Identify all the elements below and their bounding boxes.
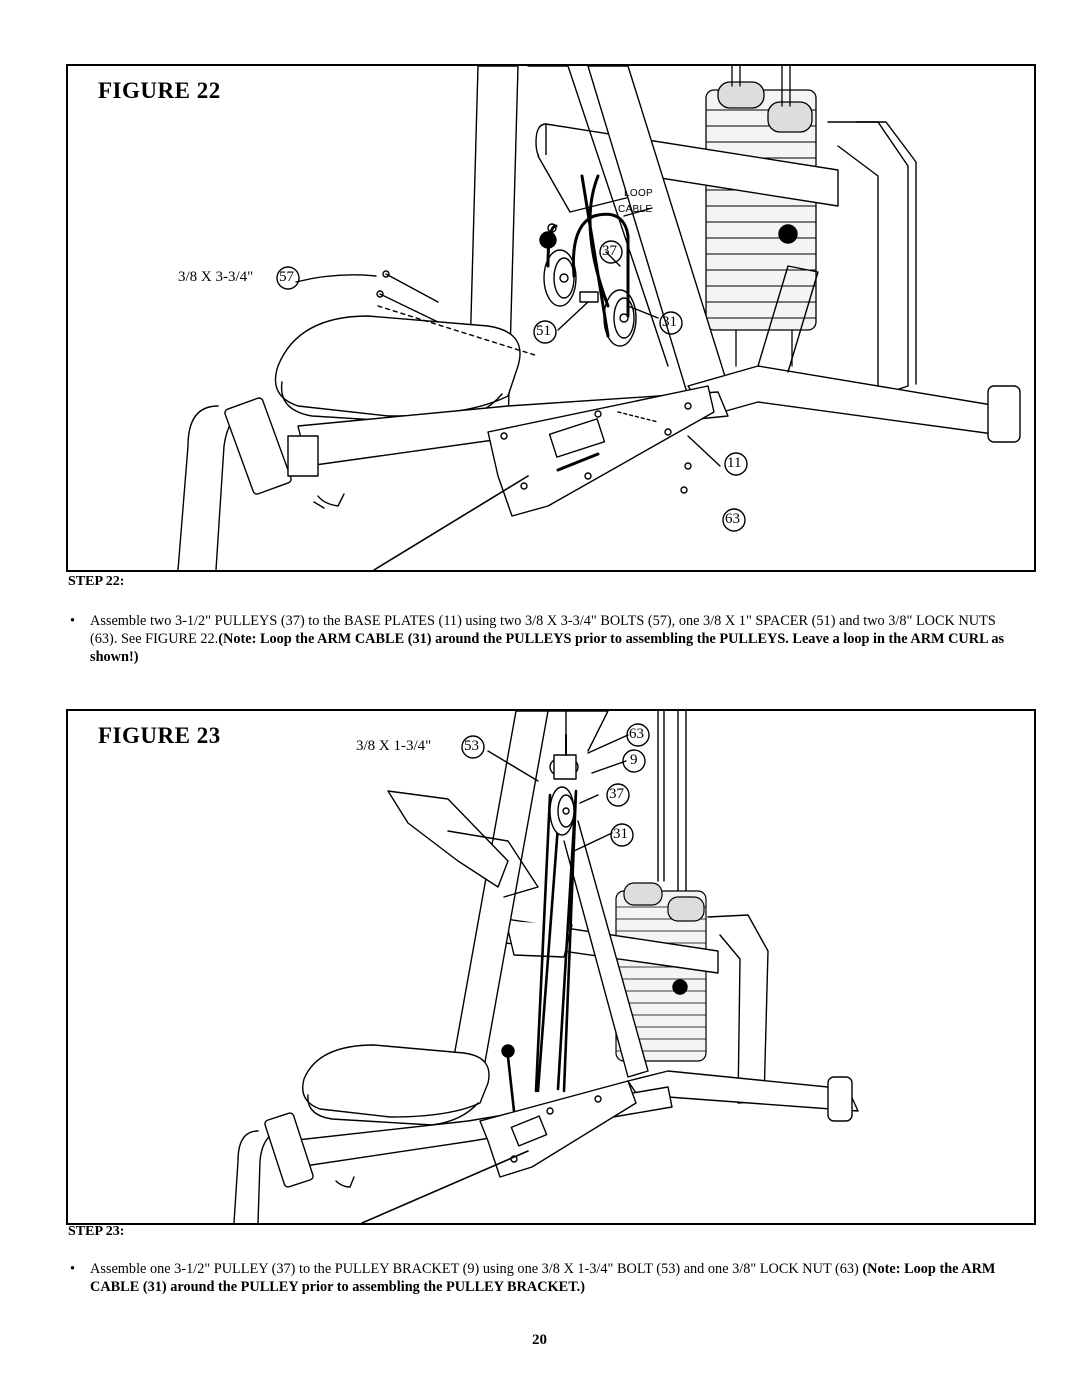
figure-22-illustration [177,66,1021,570]
bolt-57 [376,270,539,357]
figure-22-title: FIGURE 22 [98,78,221,103]
pop-pin [501,1044,515,1058]
callout-63: 63 [725,511,740,527]
seat [274,315,521,417]
bolt-size-label: 3/8 X 1-3/4" [356,738,432,754]
callout-11: 11 [727,455,742,471]
pulley-bracket [549,734,579,780]
right-tower [827,121,909,397]
callout-31: 31 [613,826,628,842]
figure-23-panel: FIGURE 23 3/8 X 1-3/4" 53 63 9 37 31 [66,709,1036,1225]
figure-22-panel: FIGURE 22 3/8 X 3-3/4" 57 37 51 31 11 63… [66,64,1036,572]
stack-pin [778,224,798,244]
base-rail [687,365,1009,437]
bullet-icon: • [70,1261,76,1277]
callout-31: 31 [662,314,677,330]
base-plates [487,385,715,517]
callout-57: 57 [279,269,294,285]
step-22-text: Assemble two 3-1/2" PULLEYS (37) to the … [90,613,996,647]
callout-63: 63 [629,726,644,742]
right-tower [707,914,769,1104]
leader-53 [487,750,539,782]
step-22-heading: STEP 22: [68,574,125,589]
leader-57 [295,274,377,283]
a-frame [445,711,549,1102]
step-23-paragraph: • Assemble one 3-1/2" PULLEY (37) to the… [70,1260,1010,1296]
page-number: 20 [532,1332,547,1348]
callout-51: 51 [536,323,551,339]
bullet-icon: • [70,613,76,629]
callout-37: 37 [609,786,624,802]
weight-stack [615,882,707,1062]
leader-loop [623,207,653,217]
figure-23-title: FIGURE 23 [98,723,221,748]
arm-curl [387,790,509,888]
step-23-heading: STEP 23: [68,1224,125,1239]
callout-9: 9 [630,752,638,768]
bolt-size-label: 3/8 X 3-3/4" [178,269,254,285]
leader-51 [557,301,589,331]
callout-53: 53 [464,738,479,754]
step-22-paragraph: • Assemble two 3-1/2" PULLEYS (37) to th… [70,612,1026,666]
arm-cable [534,789,578,1093]
callout-37: 37 [602,243,617,259]
pulley-37 [549,786,575,836]
stack-pin [672,979,688,995]
step-23-note: (Note: Loop the ARM CABLE (31) around th… [90,1261,996,1295]
leader-11 [687,435,721,467]
step-22-note: (Note: Loop the ARM CABLE (31) around th… [90,631,1005,665]
seat [302,1044,490,1118]
leader-31 [627,305,659,319]
leader-63 [587,734,629,754]
loop-label: LOOP [624,188,653,199]
leader-9 [591,760,627,774]
cable-label: CABLE [618,204,653,215]
figure-23-illustration [233,711,859,1223]
leader-37 [605,251,621,267]
pulley-left [543,249,577,307]
leader-31 [573,832,613,852]
pulley-right [603,289,637,347]
step-23-text: Assemble one 3-1/2" PULLEY (37) to the P… [90,1261,859,1277]
pop-pin [539,231,557,249]
leader-37 [579,794,599,804]
weight-stack [705,66,817,367]
base-plates [479,1080,637,1178]
